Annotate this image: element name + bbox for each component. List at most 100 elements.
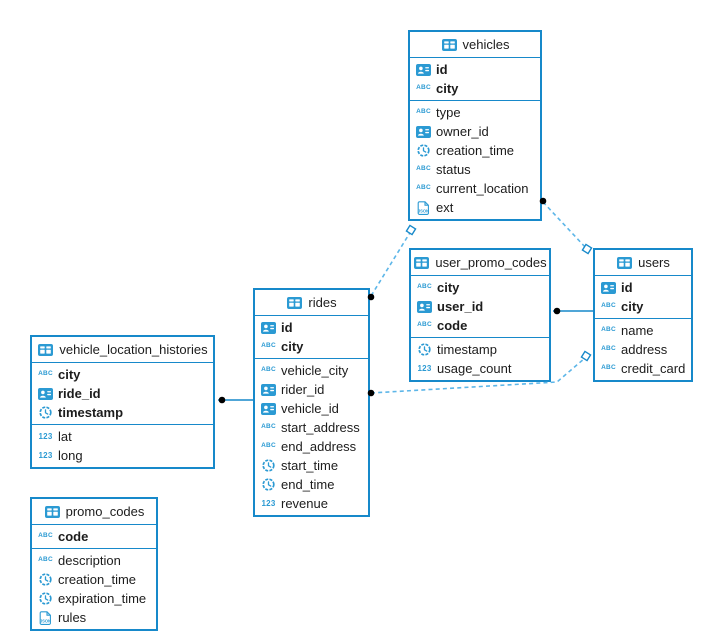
table-header[interactable]: promo_codes <box>32 499 156 525</box>
abc-string-icon: ABC <box>261 442 276 450</box>
table-title: vehicles <box>462 37 510 52</box>
id-badge-icon <box>37 387 54 400</box>
table-header[interactable]: users <box>595 250 691 276</box>
field-row-promo_codes-description[interactable]: ABC description <box>32 551 156 570</box>
field-label: address <box>621 342 668 357</box>
field-row-user_promo_codes-timestamp[interactable]: timestamp <box>411 340 549 359</box>
field-row-rides-vehicle_id[interactable]: vehicle_id <box>255 399 368 418</box>
field-row-rides-start_time[interactable]: start_time <box>255 456 368 475</box>
abc-string-icon: ABC <box>417 283 432 291</box>
field-row-vehicle_location_histories-timestamp[interactable]: timestamp <box>32 403 213 422</box>
field-row-promo_codes-creation_time[interactable]: creation_time <box>32 570 156 589</box>
table-header[interactable]: vehicles <box>410 32 540 58</box>
field-label: usage_count <box>437 361 512 376</box>
clock-icon <box>37 592 54 605</box>
numeric-123-icon: 123 <box>417 363 432 373</box>
field-label: city <box>621 299 644 314</box>
table-grid-icon <box>413 256 430 269</box>
table-header[interactable]: rides <box>255 290 368 316</box>
field-row-rides-rider_id[interactable]: rider_id <box>255 380 368 399</box>
table-header[interactable]: user_promo_codes <box>411 250 549 276</box>
field-label: timestamp <box>437 342 497 357</box>
field-label: start_address <box>281 420 360 435</box>
field-row-rides-end_time[interactable]: end_time <box>255 475 368 494</box>
field-row-vehicles-id[interactable]: id <box>410 60 540 79</box>
field-label: credit_card <box>621 361 686 376</box>
id-badge-icon <box>600 281 617 294</box>
id-badge-icon <box>416 300 433 313</box>
field-row-vehicles-creation_time[interactable]: creation_time <box>410 141 540 160</box>
field-label: creation_time <box>436 143 515 158</box>
field-label: user_id <box>437 299 484 314</box>
field-label: name <box>621 323 654 338</box>
field-row-vehicle_location_histories-ride_id[interactable]: ride_id <box>32 384 213 403</box>
field-row-users-id[interactable]: id <box>595 278 691 297</box>
field-label: city <box>58 367 81 382</box>
clock-icon <box>37 573 54 586</box>
id-badge-icon <box>415 125 432 138</box>
abc-string-icon: ABC <box>38 556 53 564</box>
field-label: id <box>281 320 293 335</box>
table-header[interactable]: vehicle_location_histories <box>32 337 213 363</box>
json-document-icon: JSON <box>415 200 432 215</box>
field-label: end_time <box>281 477 335 492</box>
svg-text:JSON: JSON <box>40 618 51 623</box>
field-row-vehicles-owner_id[interactable]: owner_id <box>410 122 540 141</box>
field-label: city <box>436 81 459 96</box>
field-label: end_address <box>281 439 357 454</box>
field-row-users-credit_card[interactable]: ABC credit_card <box>595 359 691 378</box>
abc-string-icon: ABC <box>601 364 616 372</box>
table-title: rides <box>308 295 337 310</box>
relationship-diamond-marker <box>580 350 592 362</box>
field-label: description <box>58 553 121 568</box>
field-row-vehicles-city[interactable]: ABC city <box>410 79 540 98</box>
abc-string-icon: ABC <box>416 184 431 192</box>
clock-icon <box>37 406 54 419</box>
field-row-rides-end_address[interactable]: ABC end_address <box>255 437 368 456</box>
field-label: id <box>621 280 633 295</box>
field-label: long <box>58 448 83 463</box>
field-row-user_promo_codes-usage_count[interactable]: 123 usage_count <box>411 359 549 378</box>
field-row-promo_codes-expiration_time[interactable]: expiration_time <box>32 589 156 608</box>
field-row-rides-id[interactable]: id <box>255 318 368 337</box>
clock-icon <box>416 343 433 356</box>
field-row-user_promo_codes-user_id[interactable]: user_id <box>411 297 549 316</box>
table-grid-icon <box>616 256 633 269</box>
table-grid-icon <box>441 38 458 51</box>
field-label: code <box>58 529 89 544</box>
field-label: lat <box>58 429 72 444</box>
abc-string-icon: ABC <box>416 108 431 116</box>
abc-string-icon: ABC <box>416 84 431 92</box>
